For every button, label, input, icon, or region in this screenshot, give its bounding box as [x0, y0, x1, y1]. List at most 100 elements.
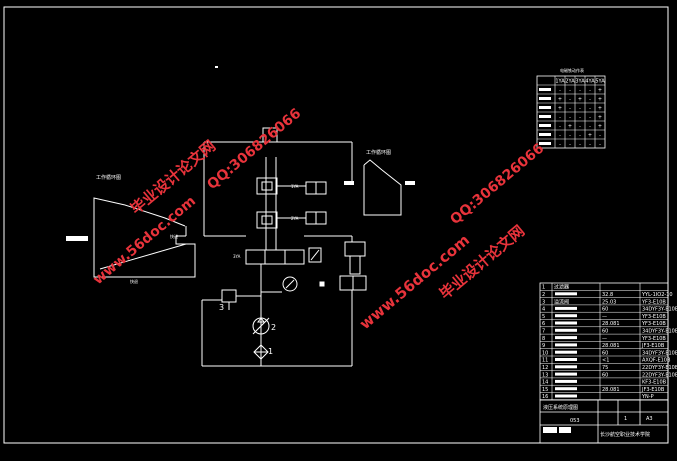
parts-table-name-block — [555, 343, 577, 347]
parts-table-name-block — [555, 336, 577, 340]
elec-table-cell: + — [558, 97, 562, 103]
left-return-label: 快退 — [130, 278, 138, 284]
parts-table-cell: YYL-1IO2-10 — [641, 292, 673, 298]
parts-table-cell: YF3-E10B — [641, 321, 666, 327]
parts-table-name-block — [555, 314, 577, 318]
left-label-block — [66, 236, 88, 241]
elec-table-cell: + — [558, 106, 562, 112]
parts-table-cell: 过滤器 — [554, 284, 569, 291]
parts-table-cell: 34DYF3Y-E10B — [642, 329, 677, 335]
elec-table-cell: 1YA — [555, 79, 565, 85]
elec-table-cell: + — [598, 115, 602, 121]
elec-table-title: 电磁铁动作表 — [560, 67, 584, 73]
parts-table-cell: 3 — [542, 299, 545, 305]
elec-table-cell: - — [599, 142, 601, 148]
parts-table-name-block — [555, 350, 577, 354]
part-num-1: 1 — [268, 347, 273, 356]
elec-table-cell: + — [588, 133, 592, 139]
parts-table-cell: 14 — [542, 380, 548, 386]
elec-table-cell: - — [579, 133, 581, 139]
parts-table-cell: 5 — [542, 314, 545, 320]
parts-table-cell: 11 — [542, 358, 548, 364]
parts-table-cell: JF3-E10B — [641, 343, 665, 349]
parts-table-cell: 7 — [542, 329, 545, 335]
part-num-3: 3 — [219, 303, 224, 312]
parts-table-cell: 9 — [542, 343, 545, 349]
parts-table-cell: 34DYF3Y-E10B — [642, 350, 677, 356]
parts-table-cell: 60 — [602, 350, 608, 356]
parts-table-cell: 60 — [602, 372, 608, 378]
parts-table-cell: 22DYF3Y-E10B — [642, 372, 677, 378]
elec-table-cell: - — [559, 88, 561, 94]
left-pump-title: 工作循环图 — [96, 174, 121, 181]
elec-table-cell: + — [578, 97, 582, 103]
right-cycle-diagram — [363, 159, 402, 216]
part-num-2: 2 — [271, 323, 276, 332]
elec-table-cell: - — [569, 133, 571, 139]
elec-table-row-label — [539, 97, 551, 100]
elec-table-cell: - — [559, 115, 561, 121]
elec-table-cell: - — [589, 106, 591, 112]
parts-table-cell: AXQF-E10B — [642, 358, 671, 364]
left-fast-label: 快进 — [170, 233, 178, 239]
parts-table-name-block — [555, 372, 577, 376]
elec-table-cell: - — [589, 142, 591, 148]
parts-table-cell: — — [602, 314, 607, 320]
parts-table-cell: 15 — [542, 387, 548, 393]
elec-table-row-label — [539, 106, 551, 109]
elec-table-cell: - — [559, 142, 561, 148]
elec-table-cell: - — [559, 124, 561, 130]
elec-table-cell: 2YA — [565, 79, 575, 85]
elec-table-cell: - — [589, 88, 591, 94]
elec-table-cell: - — [569, 142, 571, 148]
parts-table-cell: 16 — [542, 394, 548, 400]
sol-label-1: 1YA — [291, 184, 299, 189]
elec-table-cell: - — [589, 115, 591, 121]
title-block-code: 053 — [570, 418, 580, 424]
parts-table-cell: 4 — [542, 307, 545, 313]
parts-table-name-block — [555, 365, 577, 369]
parts-table-cell: 22DYF3Y-E10B — [642, 365, 677, 371]
parts-table-cell: 60 — [602, 329, 608, 335]
parts-table-name-block — [555, 394, 577, 398]
parts-table-cell: <1 — [602, 358, 609, 364]
parts-table-cell: YF3-E10B — [641, 336, 666, 342]
elec-table-row-label — [539, 88, 551, 91]
elec-table-cell: - — [569, 106, 571, 112]
parts-table-cell: 溢流阀 — [554, 298, 569, 305]
parts-table-cell: 1 — [542, 285, 545, 291]
parts-table-cell: 6 — [542, 321, 545, 327]
parts-table-cell: 10 — [542, 350, 548, 356]
elec-table-cell: - — [569, 115, 571, 121]
parts-table-cell: 34DYF3Y-E10B — [642, 307, 677, 313]
main-circuit — [201, 127, 367, 367]
parts-table-cell: 25.03 — [602, 299, 616, 305]
elec-table-cell: - — [589, 124, 591, 130]
elec-table-cell: + — [598, 88, 602, 94]
parts-table-cell: 60 — [602, 307, 608, 313]
parts-table-cell: YF3-E10B — [641, 299, 666, 305]
elec-table-cell: + — [598, 97, 602, 103]
elec-table-row-label — [539, 142, 551, 145]
elec-table-row-label — [539, 115, 551, 118]
parts-table-cell: 28.081 — [602, 321, 620, 327]
parts-table-name-block — [555, 306, 577, 310]
parts-table-name-block — [555, 328, 577, 332]
parts-table-name-block — [555, 321, 577, 325]
elec-table-cell: - — [579, 142, 581, 148]
elec-table-cell: - — [589, 97, 591, 103]
elec-table-cell: - — [599, 133, 601, 139]
title-block-school: 长沙航空职业技术学院 — [600, 431, 650, 438]
elec-table-cell: 5YA — [595, 79, 605, 85]
elec-table-cell: - — [569, 88, 571, 94]
parts-table-cell: — — [602, 336, 607, 342]
elec-table-cell: - — [579, 106, 581, 112]
elec-table-cell: + — [568, 124, 572, 130]
sol-label-2: 2YA — [291, 216, 299, 221]
parts-table-name-block — [555, 379, 577, 383]
parts-table-cell: 28.081 — [602, 343, 620, 349]
parts-table-cell: 75 — [602, 365, 608, 371]
elec-table-cell: 4YA — [585, 79, 595, 85]
